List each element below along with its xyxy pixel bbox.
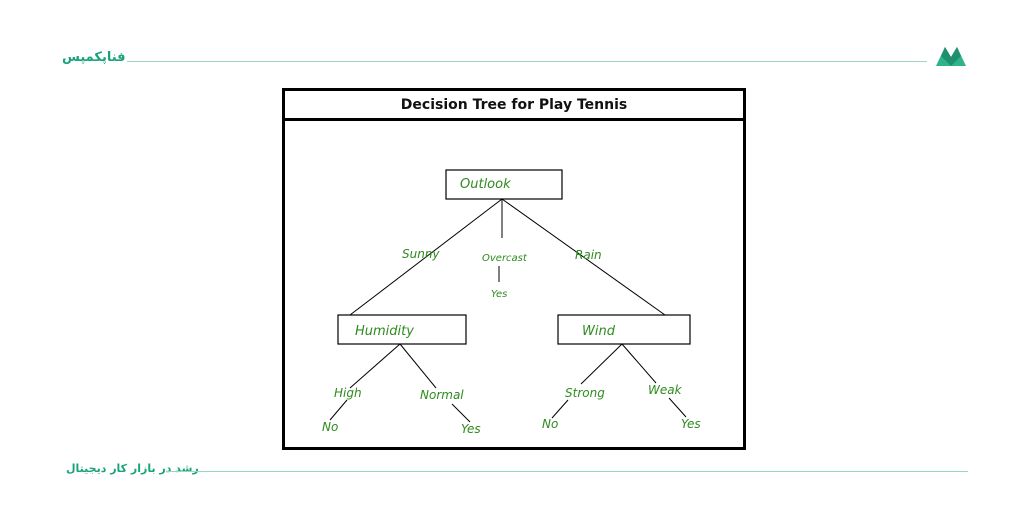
brand-logo-icon [936, 47, 966, 66]
footer-divider [166, 471, 968, 472]
edge-overcast-label: Overcast [482, 253, 528, 264]
diagram-frame: Decision Tree for Play Tennis [282, 88, 746, 450]
leaf-normal-yes: Yes [461, 422, 481, 436]
leaf-strong-no: No [542, 417, 558, 431]
edge-strong-line [580, 343, 623, 385]
edge-normal-leaf-line [451, 403, 471, 423]
edge-weak-label: Weak [648, 383, 683, 397]
brand-name: فناپکمپس [62, 50, 126, 65]
node-wind-label: Wind [582, 324, 616, 339]
leaf-high-no: No [322, 420, 338, 434]
header-divider [127, 61, 927, 62]
edge-strong-label: Strong [565, 386, 605, 400]
edge-sunny-line [349, 198, 503, 316]
edge-weak-line [621, 343, 657, 384]
leaf-weak-yes: Yes [681, 417, 701, 431]
edge-rain-line [501, 198, 666, 316]
node-wind-box [557, 314, 691, 345]
edge-weak-leaf-line [668, 397, 687, 418]
edge-high-leaf-line [329, 399, 348, 421]
edge-high-line [349, 343, 401, 389]
node-outlook-label: Outlook [460, 177, 511, 192]
node-humidity-box [337, 314, 467, 345]
node-outlook-box [445, 169, 563, 200]
edge-normal-line [399, 343, 437, 389]
edge-normal-label: Normal [420, 388, 464, 402]
footer-tagline: رشد در بازار کار دیجیتال [66, 462, 199, 475]
edge-strong-leaf-line [551, 399, 569, 419]
node-humidity-label: Humidity [355, 324, 414, 339]
edge-high-label: High [334, 386, 362, 400]
diagram-title: Decision Tree for Play Tennis [285, 91, 743, 121]
leaf-overcast-yes: Yes [491, 289, 507, 300]
edge-sunny-label: Sunny [402, 247, 440, 261]
edge-rain-label: Rain [575, 248, 602, 262]
